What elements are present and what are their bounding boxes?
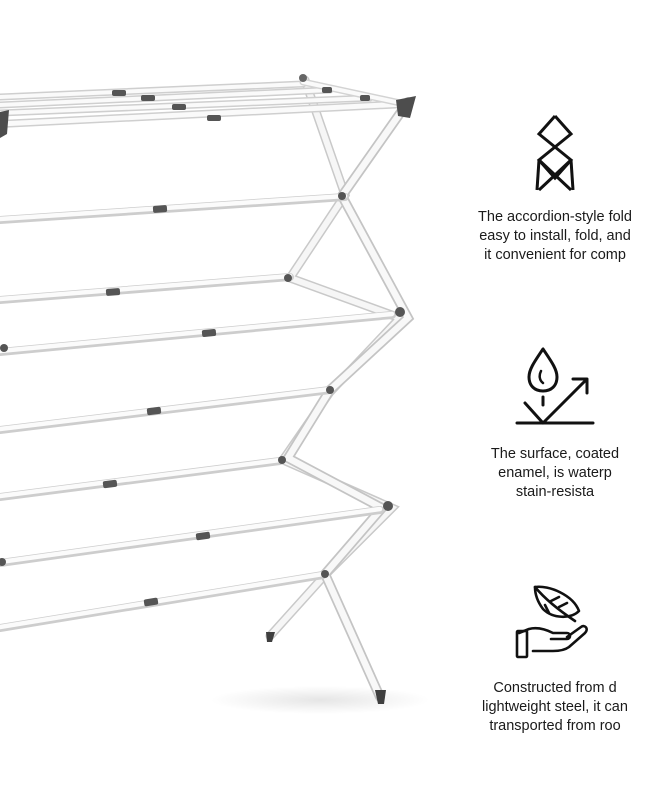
bar-joiner xyxy=(143,597,159,607)
floor-shadow xyxy=(210,686,430,714)
bar-joiner xyxy=(195,531,211,541)
hanging-bar-highlight xyxy=(0,273,293,302)
feather-hand-icon xyxy=(515,585,588,659)
hanging-bar-highlight xyxy=(0,311,395,354)
rack-legs-back-highlight xyxy=(267,77,406,639)
top-rails xyxy=(0,78,409,128)
hanging-bar-highlight xyxy=(0,386,333,432)
corner-caps xyxy=(0,74,416,138)
bar-joiner xyxy=(102,479,118,489)
bar-joiner xyxy=(201,329,217,337)
rack-legs-front-highlight xyxy=(283,98,413,701)
rail-joiners-top xyxy=(112,87,370,121)
hanging-bar-highlight xyxy=(0,193,348,222)
accordion-frame-icon xyxy=(535,115,575,192)
hanging-bar-highlight xyxy=(0,457,283,499)
leg-joint-caps xyxy=(0,192,405,578)
bar-joiner xyxy=(152,205,168,213)
rack-feet xyxy=(266,632,386,704)
bar-joiner xyxy=(105,288,121,296)
hanging-bar-highlight xyxy=(0,571,326,630)
water-drop-shield-icon xyxy=(515,347,595,425)
hanging-bars xyxy=(0,193,396,632)
bar-joiner xyxy=(146,406,162,416)
hanging-bar-highlight xyxy=(0,506,383,565)
